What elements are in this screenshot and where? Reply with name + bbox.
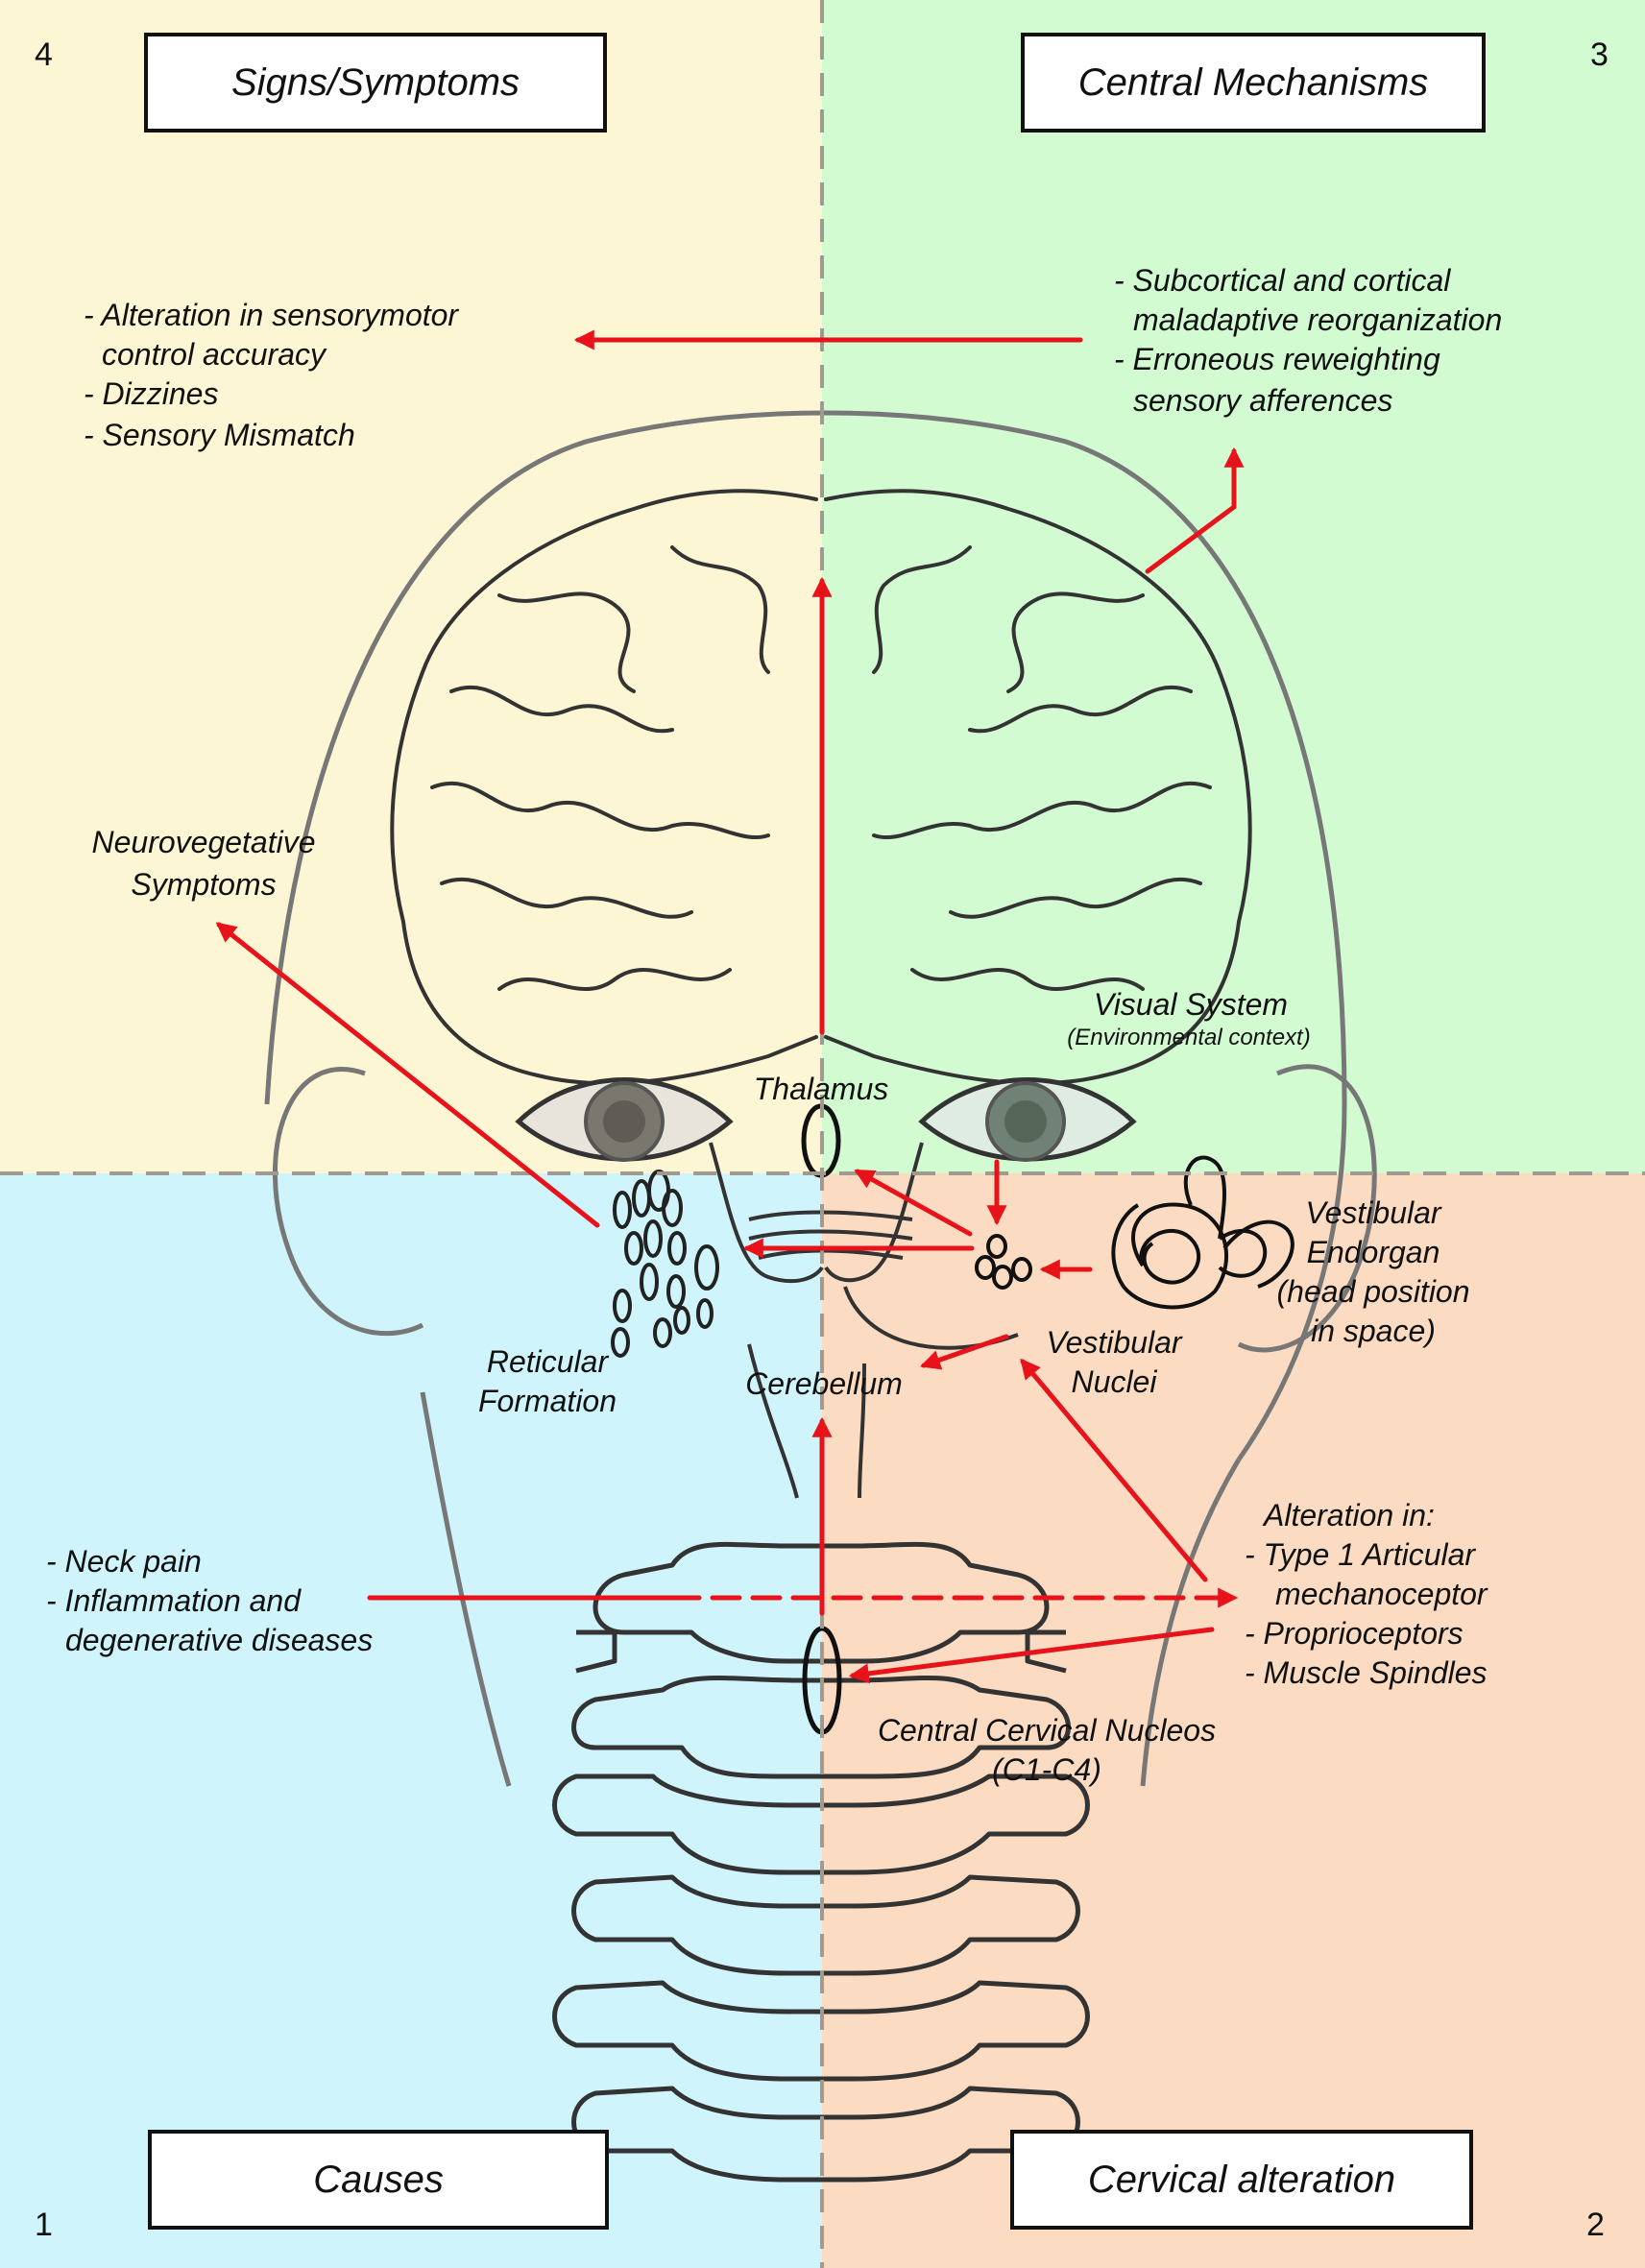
quadrant-causes [0,1173,822,2268]
arrow-reticular-to-neurovegetative [215,922,600,1228]
visual-system-label: Visual System [1093,987,1289,1022]
reticular-formation-label: Formation [477,1384,617,1418]
thalamus-label: Thalamus [753,1072,889,1106]
vestibular-endorgan-shape [1111,1155,1294,1310]
left-ear [273,1067,424,1337]
causes-list-item: - Inflammation and [46,1583,302,1618]
causes-list-item: - Neck pain [46,1544,202,1579]
neck-right [1140,1458,1242,1787]
central-list-item: sensory afferences [1133,383,1393,418]
signs-list-item: - Sensory Mismatch [84,418,355,452]
arrow-brain-to-central [1145,446,1245,574]
signs-list-item: - Dizzines [84,376,219,411]
vestibular-nuclei-label: Nuclei [1071,1364,1157,1399]
vestibular-endorgan-label: in space) [1311,1314,1436,1348]
quadrant-number-2: 2 [1586,2207,1605,2243]
signs-list-item: - Alteration in sensorymotor [84,298,459,332]
central-list-item: - Erroneous reweighting [1114,342,1440,376]
neurovegetative-label: Neurovegetative [91,825,316,859]
visual-system-subtitle: (Environmental context) [1067,1025,1311,1050]
signs-list-item: control accuracy [102,337,326,372]
alteration-list-item: - Muscle Spindles [1245,1655,1488,1690]
arrow-alteration-to-vn [1020,1358,1208,1582]
left-eye [515,1077,734,1162]
title-causes: Causes [148,2130,609,2230]
right-eye [918,1077,1137,1162]
brain [390,489,1252,1086]
neck-left [420,1391,512,1787]
alteration-list-item: mechanoceptor [1275,1577,1488,1611]
central-list-item: maladaptive reorganization [1133,302,1503,337]
alteration-list-item: - Type 1 Articular [1245,1537,1476,1572]
vertebrae [552,1541,1090,2183]
arrow-vn-to-cerebellum [920,1334,1009,1370]
reticular-formation-shape [611,1170,719,1358]
title-central-mechanisms: Central Mechanisms [1021,33,1486,133]
vestibular-nuclei-shape [975,1234,1032,1290]
alteration-list-item: Alteration in: [1264,1498,1435,1532]
cervical-nucleus-label: (C1-C4) [992,1752,1101,1787]
causes-list-item: degenerative diseases [65,1623,374,1657]
brainstem [709,1142,1019,1499]
right-ear [1237,1064,1377,1353]
quadrant-number-3: 3 [1590,36,1609,73]
arrow-vn-to-thalamus [854,1169,973,1237]
vestibular-endorgan-label: Vestibular [1305,1195,1441,1230]
quadrant-cervical-alteration [822,1173,1645,2268]
arrow-alteration-to-cervical-nucleus [848,1627,1215,1684]
vestibular-nuclei-label: Vestibular [1046,1325,1182,1360]
title-signs-symptoms: Signs/Symptoms [144,33,607,133]
arrows [215,329,1245,1684]
cervical-nucleus-label: Central Cervical Nucleos [877,1713,1217,1748]
quadrant-number-1: 1 [35,2207,53,2243]
quadrant-number-4: 4 [35,36,53,73]
alteration-list-item: - Proprioceptors [1245,1616,1464,1651]
vestibular-endorgan-label: (head position [1276,1274,1470,1309]
title-cervical-alteration: Cervical alteration [1010,2130,1473,2230]
vestibular-endorgan-label: Endorgan [1306,1235,1440,1269]
cerebellum-label: Cerebellum [745,1366,903,1401]
central-list-item: - Subcortical and cortical [1114,263,1451,298]
head-outline [264,410,1347,1461]
reticular-formation-label: Reticular [486,1344,609,1379]
neurovegetative-label: Symptoms [131,867,277,902]
